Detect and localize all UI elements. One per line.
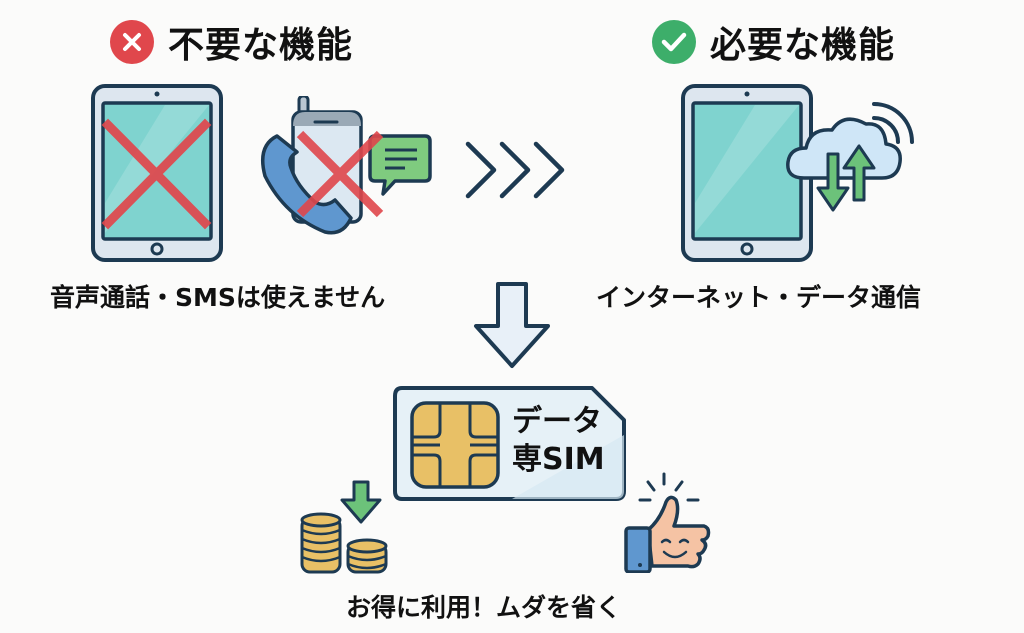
check-circle-icon [652,20,696,64]
triple-chevron-right-icon [462,138,572,202]
cloud-data-transfer-icon [784,92,924,227]
unnecessary-features-heading: 不要な機能 [110,16,353,68]
right-caption: インターネット・データ通信 [596,283,922,312]
tablet-icon [680,83,814,263]
sim-label-line2: 専SIM [512,442,605,477]
tablet-crossed-icon [90,83,224,263]
sim-card-icon [393,386,626,501]
arrow-down-icon [470,280,554,370]
x-circle-icon [110,20,154,64]
bottom-caption: お得に利用！ムダを省く [346,593,622,622]
left-caption: 音声通話・SMSは使えません [50,283,386,312]
necessary-features-heading: 必要な機能 [652,16,895,68]
heading-text: 必要な機能 [710,25,896,66]
heading-text: 不要な機能 [168,25,354,66]
phone-call-sms-crossed-icon [255,96,435,236]
sim-card: データ 専SIM [392,385,628,503]
coins-savings-icon [296,478,392,576]
thumbs-up-smile-icon [612,468,712,573]
sim-label-line1: データ [512,404,602,439]
sim-label: データ 専SIM [512,403,605,479]
